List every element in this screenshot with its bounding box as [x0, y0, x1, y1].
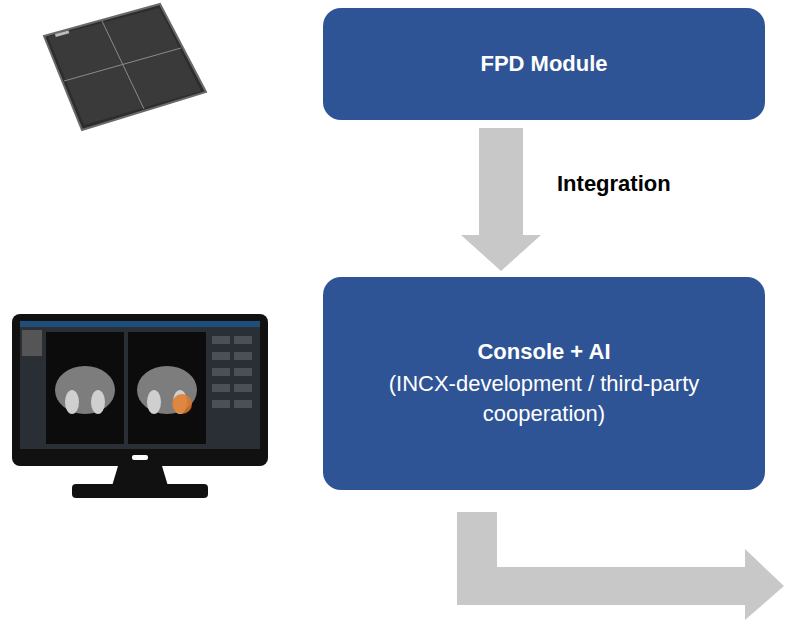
- box-subtitle: (INCX-development / third-party cooperat…: [363, 369, 725, 431]
- output-elbow-arrow: [457, 512, 784, 620]
- monitor-illustration: [12, 314, 268, 498]
- fpd-panel-illustration: [44, 4, 206, 130]
- process-box: Console + AI(INCX-development / third-pa…: [323, 277, 765, 490]
- process-box: FPD Module: [323, 8, 765, 120]
- box-title: FPD Module: [480, 49, 607, 79]
- edge-label: Integration: [557, 171, 671, 197]
- block-arrow: [461, 128, 541, 271]
- box-title: Console + AI: [477, 337, 610, 367]
